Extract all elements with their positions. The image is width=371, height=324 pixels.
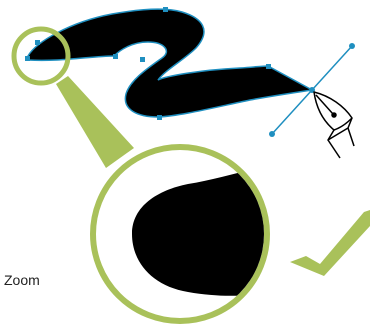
zoomed-stroke-end: [132, 166, 264, 296]
anchor-point[interactable]: [25, 56, 30, 61]
check-icon: [290, 210, 370, 276]
handle-endpoint-top[interactable]: [349, 43, 355, 49]
handle-endpoint-bottom[interactable]: [269, 131, 275, 137]
magnifier-target: [11, 26, 71, 86]
anchor-point[interactable]: [163, 7, 168, 12]
pen-nib-icon: [313, 91, 355, 159]
zoom-label: Zoom: [4, 272, 40, 288]
brush-stroke-shape[interactable]: [27, 8, 315, 118]
anchor-point[interactable]: [140, 57, 145, 62]
anchor-point[interactable]: [266, 64, 271, 69]
anchor-points: [25, 7, 271, 120]
direction-handle[interactable]: [269, 43, 355, 137]
anchor-point[interactable]: [113, 54, 118, 59]
magnifier-connector: [56, 76, 134, 168]
anchor-point[interactable]: [157, 115, 162, 120]
anchor-point[interactable]: [35, 40, 40, 45]
